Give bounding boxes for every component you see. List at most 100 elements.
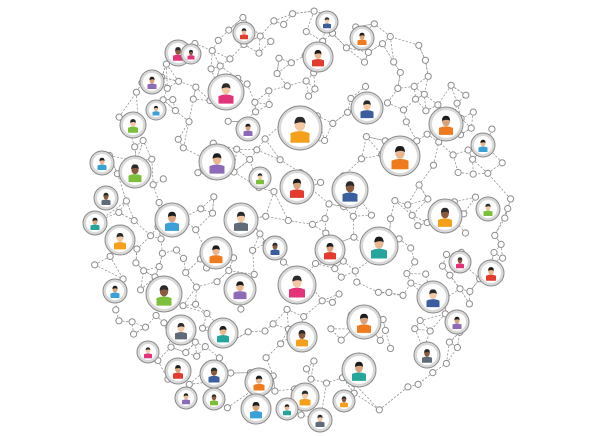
- person-avatar: [89, 150, 115, 176]
- network-node: [262, 354, 270, 362]
- person-hair: [485, 203, 491, 207]
- connection-line: [319, 383, 327, 421]
- network-node: [112, 306, 120, 314]
- network-node: [501, 214, 509, 222]
- person-hair: [236, 281, 244, 287]
- person-hair: [252, 401, 260, 407]
- connection-line: [346, 47, 365, 63]
- network-node: [287, 59, 295, 67]
- network-node: [469, 155, 477, 163]
- network-node: [403, 270, 411, 278]
- person-hair: [131, 164, 139, 170]
- connection-line: [418, 184, 429, 200]
- network-node: [445, 338, 453, 346]
- connection-line: [117, 173, 127, 202]
- connection-line: [273, 191, 289, 221]
- person-shirt: [210, 400, 218, 406]
- person-hair: [326, 242, 334, 248]
- connection-line: [437, 85, 452, 105]
- connection-line: [185, 272, 197, 288]
- person-hair: [314, 49, 322, 55]
- connection-line: [195, 287, 197, 305]
- person-hair: [183, 393, 189, 397]
- person-avatar: [379, 135, 421, 177]
- connection-line: [162, 99, 176, 111]
- person-hair: [159, 285, 169, 291]
- person-avatar: [427, 198, 463, 234]
- network-node: [227, 369, 235, 377]
- network-node: [466, 287, 474, 295]
- person-avatar: [207, 317, 239, 349]
- connection-line: [258, 41, 272, 54]
- network-node: [414, 222, 422, 230]
- connection-line: [459, 288, 470, 305]
- person-shirt: [173, 54, 183, 61]
- connection-line: [188, 99, 194, 122]
- network-node: [199, 324, 207, 332]
- person-avatar: [331, 171, 369, 209]
- network-node: [416, 316, 424, 325]
- network-node: [289, 10, 297, 18]
- connection-line: [326, 377, 343, 384]
- network-node: [456, 285, 464, 293]
- network-node: [275, 54, 283, 62]
- network-node: [133, 245, 141, 253]
- person-shirt: [97, 164, 107, 170]
- person-shirt: [340, 402, 348, 408]
- network-node: [179, 144, 187, 152]
- person-shirt: [290, 131, 310, 143]
- network-node: [399, 106, 408, 114]
- network-node: [360, 58, 369, 66]
- connection-line: [432, 363, 447, 373]
- network-node: [424, 195, 432, 203]
- person-avatar: [199, 236, 233, 270]
- network-node: [139, 136, 147, 145]
- network-node: [261, 327, 269, 335]
- connection-line: [379, 386, 409, 411]
- connection-line: [353, 214, 372, 217]
- network-node: [318, 297, 326, 305]
- person-avatar: [346, 304, 382, 340]
- network-node: [300, 313, 308, 321]
- network-node: [342, 44, 350, 52]
- connection-line: [200, 196, 215, 210]
- person-shirt: [128, 174, 142, 183]
- network-node: [449, 151, 457, 159]
- network-node: [310, 357, 318, 365]
- connection-line: [193, 98, 211, 101]
- person-shirt: [357, 324, 371, 333]
- network-node: [469, 170, 477, 178]
- network-node: [467, 124, 475, 132]
- network-node: [375, 406, 383, 414]
- network-node: [422, 270, 430, 278]
- person-avatar: [307, 407, 333, 433]
- person-avatar: [118, 155, 152, 189]
- network-node: [91, 261, 99, 269]
- connection-line: [487, 173, 511, 200]
- network-node: [311, 259, 320, 268]
- network-node: [364, 48, 372, 57]
- person-avatar: [202, 387, 226, 411]
- network-node: [390, 58, 398, 66]
- network-node: [226, 55, 234, 63]
- network-node: [374, 288, 382, 296]
- network-node: [250, 270, 258, 278]
- person-shirt: [165, 222, 179, 231]
- person-shirt: [144, 353, 152, 359]
- person-shirt: [290, 189, 304, 198]
- person-shirt: [187, 55, 195, 60]
- network-node: [404, 201, 412, 209]
- person-shirt: [173, 372, 183, 379]
- network-node: [185, 118, 193, 126]
- network-node: [322, 379, 331, 387]
- connection-line: [254, 90, 270, 103]
- network-node: [192, 83, 200, 91]
- network-node: [454, 168, 462, 177]
- person-avatar: [119, 111, 147, 139]
- person-hair: [236, 211, 246, 217]
- network-node: [453, 343, 461, 352]
- connection-line: [265, 215, 289, 221]
- network-node: [504, 205, 512, 213]
- person-avatar: [164, 357, 192, 385]
